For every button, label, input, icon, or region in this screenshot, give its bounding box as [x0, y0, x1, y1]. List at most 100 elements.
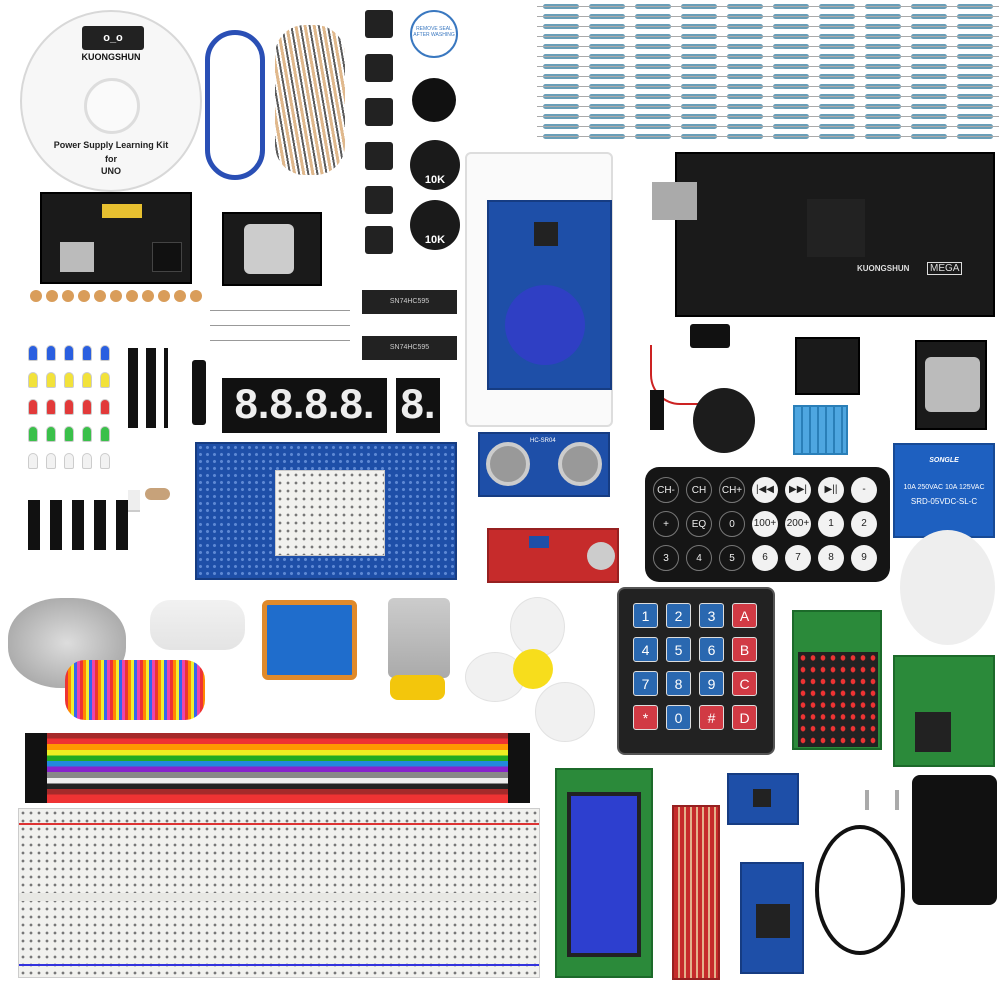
remote-button[interactable]: EQ [686, 511, 712, 537]
resistor [951, 134, 999, 139]
joystick-cap [693, 388, 755, 453]
resistor [859, 24, 907, 29]
resistor [951, 44, 999, 49]
cd-brand: KUONGSHUN [81, 52, 141, 62]
resistor [951, 124, 999, 129]
led [46, 345, 56, 361]
keypad-key[interactable]: 8 [666, 671, 691, 696]
cd-disc: o_o KUONGSHUN Power Supply Learning Kit … [20, 10, 202, 192]
relay-module: SONGLE 10A 250VAC 10A 125VAC SRD-05VDC-S… [893, 443, 995, 538]
led [100, 399, 110, 415]
led [100, 372, 110, 388]
power-supply-module [40, 192, 192, 284]
arduino-mega-board: KUONGSHUN MEGA [652, 152, 995, 317]
led [28, 453, 38, 469]
keypad-key[interactable]: 6 [699, 637, 724, 662]
resistor [813, 114, 861, 119]
remote-button[interactable]: CH- [653, 477, 679, 503]
remote-button[interactable]: ▶▶| [785, 477, 811, 503]
remote-button[interactable]: 100+ [752, 511, 778, 537]
led [82, 426, 92, 442]
remote-button[interactable]: |◀◀ [752, 477, 778, 503]
led [28, 426, 38, 442]
remote-button[interactable]: 8 [818, 545, 844, 571]
led [64, 426, 74, 442]
remote-button[interactable]: 1 [818, 511, 844, 537]
photoresistors [145, 488, 170, 500]
resistor [675, 44, 723, 49]
dht11-sensor [793, 405, 848, 455]
resistor [905, 34, 953, 39]
buzzer [412, 78, 456, 122]
led [82, 345, 92, 361]
resistor [767, 54, 815, 59]
power-adapter [912, 775, 997, 905]
keypad-key[interactable]: # [699, 705, 724, 730]
resistor [721, 84, 769, 89]
remote-button[interactable]: 0 [719, 511, 745, 537]
resistor [721, 134, 769, 139]
resistor [813, 44, 861, 49]
keypad-key[interactable]: 5 [666, 637, 691, 662]
resistor [951, 74, 999, 79]
resistor [675, 84, 723, 89]
keypad-key[interactable]: B [732, 637, 757, 662]
remote-button[interactable]: 9 [851, 545, 877, 571]
keypad-key[interactable]: 4 [633, 637, 658, 662]
remote-button[interactable]: 5 [719, 545, 745, 571]
resistor [537, 14, 585, 19]
keypad-key[interactable]: C [732, 671, 757, 696]
dc-jack-cable [650, 345, 700, 405]
resistor [629, 74, 677, 79]
keypad-key[interactable]: 2 [666, 603, 691, 628]
push-buttons [365, 10, 395, 254]
remote-button[interactable]: - [851, 477, 877, 503]
resistor [721, 44, 769, 49]
remote-button[interactable]: 4 [686, 545, 712, 571]
jumper-wires [275, 25, 345, 175]
remote-button[interactable]: 200+ [785, 511, 811, 537]
remote-button[interactable]: CH+ [719, 477, 745, 503]
resistor [905, 114, 953, 119]
resistor [629, 114, 677, 119]
resistor [813, 124, 861, 129]
ceramic-capacitors [30, 290, 210, 340]
remote-button[interactable]: ▶|| [818, 477, 844, 503]
remote-button[interactable]: 3 [653, 545, 679, 571]
resistor [905, 104, 953, 109]
resistor [767, 34, 815, 39]
led [46, 399, 56, 415]
keypad-key[interactable]: 9 [699, 671, 724, 696]
relay-rating: 10A 250VAC 10A 125VAC [903, 484, 985, 491]
keypad-key[interactable]: D [732, 705, 757, 730]
resistor [537, 74, 585, 79]
resistor [583, 84, 631, 89]
resistor [813, 84, 861, 89]
tilt-sensor [192, 360, 206, 425]
resistor [859, 44, 907, 49]
keypad-key[interactable]: 0 [666, 705, 691, 730]
ultrasonic-sensor: HC-SR04 [478, 432, 610, 497]
led [46, 426, 56, 442]
keypad-key[interactable]: A [732, 603, 757, 628]
resistor [721, 74, 769, 79]
resistor [859, 94, 907, 99]
remote-button[interactable]: + [653, 511, 679, 537]
potentiometer: 10K [410, 140, 460, 190]
keypad-key[interactable]: * [633, 705, 658, 730]
dc-plug [650, 390, 664, 430]
keypad-key[interactable]: 3 [699, 603, 724, 628]
remote-button[interactable]: CH [686, 477, 712, 503]
resistor [537, 34, 585, 39]
remote-button[interactable]: 6 [752, 545, 778, 571]
resistor [905, 64, 953, 69]
resistor [675, 104, 723, 109]
mega-brand: KUONGSHUN [857, 264, 910, 273]
cd-hole [84, 78, 140, 134]
keypad-key[interactable]: 1 [633, 603, 658, 628]
remote-button[interactable]: 7 [785, 545, 811, 571]
keypad-key[interactable]: 7 [633, 671, 658, 696]
remote-button[interactable]: 2 [851, 511, 877, 537]
resistor [629, 124, 677, 129]
resistor [629, 34, 677, 39]
